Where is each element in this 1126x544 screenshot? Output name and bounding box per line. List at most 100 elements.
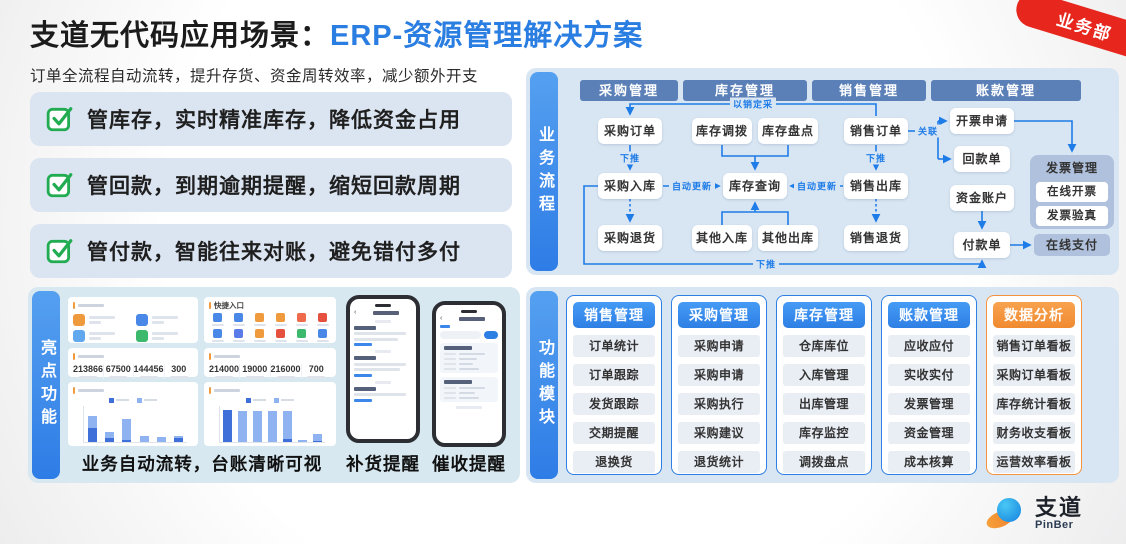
pinber-logo-icon xyxy=(984,496,1026,532)
online-invoicing-pill: 在线开票 xyxy=(1036,182,1108,202)
function-modules-section-label: 功能模块 xyxy=(536,339,553,431)
card-title-placeholder xyxy=(214,355,240,358)
bar xyxy=(122,406,132,442)
quick-entry-icon-grid xyxy=(209,313,331,342)
department-ribbon-label: 业务部 xyxy=(1054,9,1115,45)
todo-item xyxy=(136,330,193,342)
lane-accounts: 账款管理 xyxy=(931,80,1081,101)
business-process-section-bar: 业务流程 xyxy=(530,72,558,271)
quick-entry-icon xyxy=(234,313,243,322)
quick-entry-icon xyxy=(276,313,285,322)
dashboard-bar-chart-right xyxy=(204,382,336,446)
highlights-panel: 亮点功能 快捷入口 213866 67500 144456 300 214000… xyxy=(28,287,520,483)
module-item: 仓库库位 xyxy=(783,335,865,357)
bar xyxy=(139,406,149,442)
bar xyxy=(313,406,322,442)
module-item: 库存统计看板 xyxy=(993,393,1075,415)
quick-entry-icon xyxy=(297,313,306,322)
module-item: 实收实付 xyxy=(888,364,970,386)
quick-entry-icon xyxy=(234,329,243,338)
edge-label-auto-update: 自动更新 xyxy=(793,179,841,193)
stat-cell: 700 xyxy=(302,364,331,379)
business-process-section-label: 业务流程 xyxy=(536,125,553,218)
stat-cell: 214000 xyxy=(209,364,241,379)
bar xyxy=(223,406,232,442)
module-item: 运营效率看板 xyxy=(993,451,1075,473)
quick-entry-item xyxy=(314,313,331,326)
back-icon: ‹ xyxy=(354,308,357,316)
quick-entry-icon xyxy=(297,329,306,338)
quick-entry-item xyxy=(272,313,289,326)
highlights-section-label: 亮点功能 xyxy=(38,339,55,431)
brand-name: 支道 xyxy=(1035,495,1084,520)
flow-node-purchase-return: 采购退货 xyxy=(598,225,662,251)
point-payable: 管付款，智能往来对账，避免错付多付 xyxy=(30,224,512,278)
stat-cell: 213866 xyxy=(73,364,105,379)
flow-node-sales-return: 销售退货 xyxy=(844,225,908,251)
card-tick xyxy=(209,302,211,309)
module-column-sales: 销售管理 订单统计 订单跟踪 发货跟踪 交期提醒 退换货 xyxy=(566,295,662,475)
card-tick xyxy=(73,302,75,309)
flow-node-receipt: 回款单 xyxy=(954,146,1010,172)
quick-entry-icon xyxy=(276,329,285,338)
flow-node-fund-account: 资金账户 xyxy=(950,185,1014,211)
lane-sales: 销售管理 xyxy=(812,80,926,101)
bar-chart xyxy=(219,406,325,443)
check-icon xyxy=(46,239,73,264)
bar xyxy=(88,406,98,442)
invoice-group-title: 发票管理 xyxy=(1045,161,1098,175)
invoice-verify-pill: 发票验真 xyxy=(1036,206,1108,226)
flow-node-sales-out: 销售出库 xyxy=(844,173,908,199)
page-title-black: 支道无代码应用场景： xyxy=(30,20,331,52)
lane-purchase: 采购管理 xyxy=(580,80,678,101)
module-item: 资金管理 xyxy=(888,422,970,444)
dashboard-screenshot: 快捷入口 213866 67500 144456 300 214000 1900… xyxy=(68,297,336,449)
page-title-blue: ERP-资源管理解决方案 xyxy=(330,20,644,52)
bar xyxy=(268,406,277,442)
todo-icon-grid xyxy=(73,314,193,342)
card-tick xyxy=(209,353,211,360)
chart-legend xyxy=(73,397,193,403)
card-title-placeholder xyxy=(78,355,104,358)
quick-entry-item xyxy=(230,313,247,326)
module-item: 采购订单看板 xyxy=(993,364,1075,386)
module-item: 采购申请 xyxy=(678,335,760,357)
page-title: 支道无代码应用场景：ERP-资源管理解决方案 xyxy=(30,12,643,54)
card-tick xyxy=(209,387,211,394)
bar xyxy=(283,406,292,442)
quick-entry-item xyxy=(272,329,289,342)
phone1-caption: 补货提醒 xyxy=(346,454,420,474)
todo-icon xyxy=(136,314,148,326)
module-item: 调拨盘点 xyxy=(783,451,865,473)
tab-indicator xyxy=(440,324,450,328)
module-item: 财务收支看板 xyxy=(993,422,1075,444)
point-inventory: 管库存，实时精准库存，降低资金占用 xyxy=(30,92,512,146)
todo-icon xyxy=(136,330,148,342)
module-item: 应收应付 xyxy=(888,335,970,357)
module-item: 采购执行 xyxy=(678,393,760,415)
edge-label-auto-update: 自动更新 xyxy=(668,179,716,193)
phone2-caption: 催收提醒 xyxy=(432,454,506,474)
module-item: 发票管理 xyxy=(888,393,970,415)
flow-node-other-in: 其他入库 xyxy=(692,225,752,251)
module-column-accounts: 账款管理 应收应付 实收实付 发票管理 资金管理 成本核算 xyxy=(881,295,977,475)
dashboard-caption: 业务自动流转，台账清晰可视 xyxy=(81,454,323,474)
card-tick xyxy=(73,387,75,394)
dashboard-quick-entry-card: 快捷入口 xyxy=(204,297,336,343)
module-header-purchase: 采购管理 xyxy=(678,302,760,328)
module-item: 发货跟踪 xyxy=(573,393,655,415)
module-column-inventory: 库存管理 仓库库位 入库管理 出库管理 库存监控 调拨盘点 xyxy=(776,295,872,475)
point-receivable-label: 管回款，到期逾期提醒，缩短回款周期 xyxy=(87,175,461,198)
card-tick xyxy=(73,353,75,360)
dashboard-stats-card-left: 213866 67500 144456 300 xyxy=(68,348,198,379)
module-header-analytics: 数据分析 xyxy=(993,302,1075,328)
intro-subtitle: 订单全流程自动流转，提升存货、资金周转效率，减少额外开支 xyxy=(30,68,479,85)
quick-entry-item xyxy=(293,313,310,326)
module-header-accounts: 账款管理 xyxy=(888,302,970,328)
flow-node-payment: 付款单 xyxy=(954,232,1010,258)
quick-entry-item xyxy=(251,329,268,342)
phone-screen-title-placeholder xyxy=(458,316,485,321)
invoice-management-group: 发票管理 在线开票 发票验真 xyxy=(1030,155,1114,229)
quick-entry-item xyxy=(251,313,268,326)
stat-cell: 67500 xyxy=(104,364,134,379)
